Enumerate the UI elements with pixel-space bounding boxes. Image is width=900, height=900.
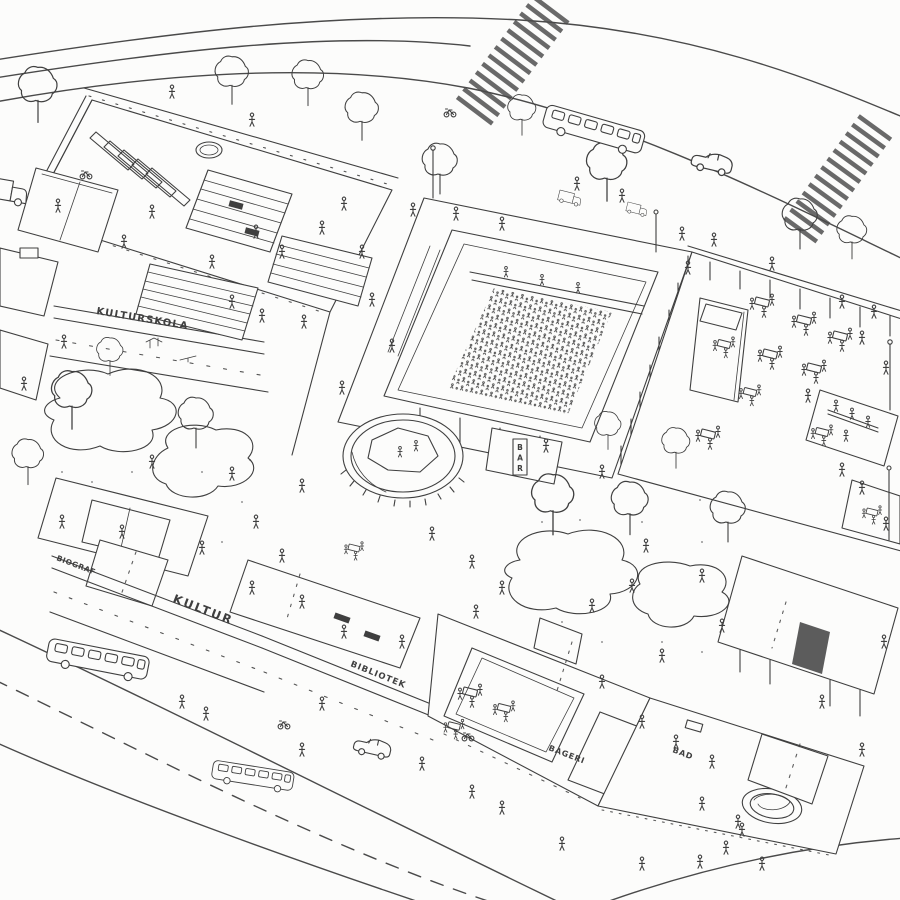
tree <box>96 337 124 376</box>
stairs <box>771 601 787 649</box>
bench-rows <box>89 131 191 207</box>
bar-kiosk <box>485 427 563 485</box>
tree <box>11 438 45 486</box>
sign-biograf: BIOGRAF <box>55 553 97 576</box>
round-planter <box>195 141 223 159</box>
tree <box>836 215 868 260</box>
tree <box>610 480 649 536</box>
lawn-shape <box>152 424 255 498</box>
slatted-roof-a <box>135 263 259 341</box>
side-rooms <box>0 167 119 401</box>
stairs <box>747 733 829 805</box>
interior-stairs <box>555 641 573 695</box>
bottom-right-curb <box>609 837 900 900</box>
van-top <box>556 189 583 208</box>
top-road-upper-edge <box>0 16 900 117</box>
stairs <box>285 573 301 623</box>
tree <box>344 91 379 141</box>
stair-core-volume <box>689 297 749 403</box>
lawn-shape <box>632 561 730 628</box>
tree <box>50 370 93 430</box>
bibliotek-section <box>229 559 439 743</box>
top-road-lower-edge <box>0 72 900 259</box>
crosswalk-top-center <box>453 0 570 129</box>
tree <box>291 59 325 107</box>
sign-kultur: KULTUR <box>171 592 235 628</box>
kulturskola-facade <box>49 305 269 393</box>
audience-crowd <box>448 288 612 414</box>
truck-top <box>625 201 649 218</box>
left-garden-courtyard <box>11 311 331 543</box>
lawn-shape <box>504 529 639 615</box>
tiered-seating <box>185 169 293 253</box>
car-top <box>689 148 735 178</box>
top-road-sidewalk-line <box>0 39 471 78</box>
bus-bottom <box>210 759 296 795</box>
market-hall-wing <box>0 87 399 401</box>
car-bottom <box>351 734 393 762</box>
bottom-street-centerline <box>0 681 488 900</box>
sign-bar: BAR <box>516 443 525 475</box>
mid-right-block <box>717 555 899 717</box>
stage-edge <box>469 271 645 315</box>
tree <box>177 396 214 449</box>
concert-courtyard-building <box>337 197 693 479</box>
bottom-street-lower-edge <box>0 743 416 900</box>
lamp-posts <box>430 145 893 541</box>
tree <box>421 142 458 195</box>
restaurant-wing <box>617 245 900 552</box>
play-structure <box>145 337 197 363</box>
round-pool <box>741 787 803 825</box>
bottom-right-terrace <box>597 697 865 857</box>
slatted-roof-b <box>267 235 373 307</box>
tree <box>214 55 249 105</box>
roof-terrace <box>805 389 899 467</box>
spiral-amphitheater <box>340 413 465 508</box>
kultur-block <box>37 477 265 693</box>
crosswalk-top-right <box>781 114 893 247</box>
lawn-shape <box>44 368 177 453</box>
back-colonnade <box>709 261 891 337</box>
truck-left-edge <box>0 175 30 208</box>
